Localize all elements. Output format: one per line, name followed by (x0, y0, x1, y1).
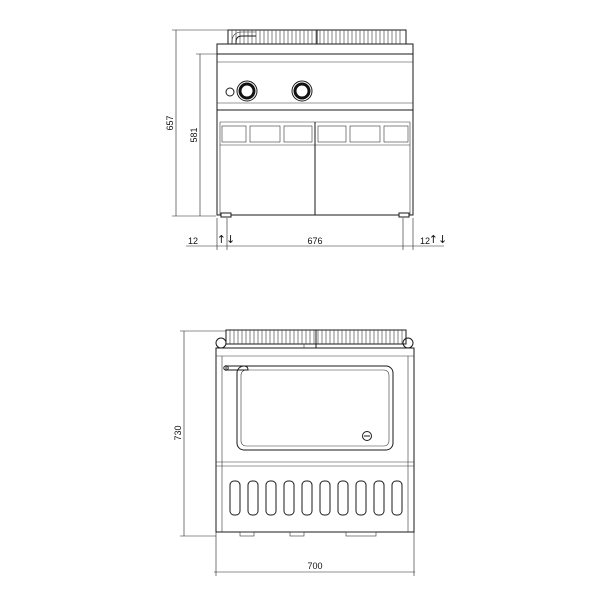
top-grille (225, 329, 407, 350)
top-view: 730 700 (173, 329, 415, 576)
dim-body-height: 581 (189, 53, 217, 216)
front-water-tap (235, 35, 256, 52)
dim-width-front: 12 676 12 ↑↓ ↑↓ (186, 218, 447, 250)
control-knob-right (291, 80, 313, 102)
dim-depth: 730 (173, 330, 226, 537)
front-control-panel (216, 53, 414, 111)
dim-label-730: 730 (173, 425, 183, 440)
top-body-outline (215, 347, 415, 533)
adjustable-foot-icon-right: ↑↓ (429, 233, 447, 246)
front-top-rim (216, 43, 414, 55)
dim-label-657: 657 (165, 115, 175, 130)
front-handles (221, 125, 409, 143)
ventilation-slots (229, 480, 403, 516)
dim-label-left-offset: 12 (188, 236, 198, 246)
dim-label-581: 581 (189, 127, 199, 142)
dim-label-676: 676 (307, 236, 322, 246)
adjustable-foot-icon-left: ↑↓ (217, 233, 235, 246)
front-view: 657 581 12 676 12 ↑↓ ↑↓ (165, 29, 447, 250)
dim-label-700: 700 (307, 561, 322, 571)
dim-total-height: 657 (165, 29, 228, 217)
dim-width-top: 700 (214, 532, 415, 576)
top-water-tap (225, 365, 249, 371)
bain-marie-basin (236, 365, 394, 451)
control-knob-left (236, 80, 258, 102)
drain-valve-icon (362, 431, 372, 441)
dim-label-right-offset: 12 (420, 236, 430, 246)
pilot-light-icon (225, 87, 235, 97)
top-feet (239, 531, 377, 537)
